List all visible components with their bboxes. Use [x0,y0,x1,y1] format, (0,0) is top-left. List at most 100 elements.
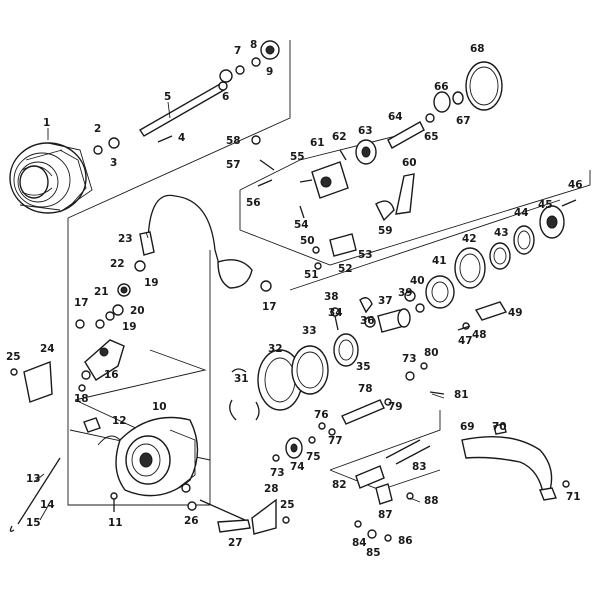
label-41: 41 [432,255,447,267]
label-53: 53 [358,249,373,261]
label-21: 21 [94,286,109,298]
label-49: 49 [508,307,523,319]
bail-spring-part [9,457,61,532]
anti-reverse-assembly [354,439,431,542]
label-65: 65 [424,131,439,143]
label-59: 59 [378,225,393,237]
arm-cover-part [10,361,53,403]
drive-gear-assembly [272,362,445,462]
label-37: 37 [378,295,393,307]
label-87: 87 [378,509,393,521]
label-43: 43 [494,227,509,239]
label-2: 2 [94,123,101,135]
label-81: 81 [454,389,469,401]
label-56: 56 [246,197,261,209]
label-42: 42 [462,233,477,245]
label-28: 28 [264,483,279,495]
label-85: 85 [366,547,381,559]
label-40: 40 [410,275,425,287]
label-26: 26 [184,515,199,527]
label-74: 74 [290,461,305,473]
label-13: 13 [26,473,41,485]
bail-arm-part [78,339,125,392]
label-47: 47 [458,335,473,347]
label-25-left: 25 [6,351,21,363]
label-51: 51 [304,269,319,281]
label-61: 61 [310,137,325,149]
label-38: 38 [324,291,339,303]
upper-mechanism [251,135,415,270]
label-18: 18 [74,393,89,405]
label-60: 60 [402,157,417,169]
label-3: 3 [110,157,117,169]
bail-hardware [75,260,146,329]
upper-gear-train [355,61,503,165]
label-73-left: 73 [270,467,285,479]
label-57: 57 [226,159,241,171]
label-46: 46 [568,179,583,191]
label-9: 9 [266,66,273,78]
label-14: 14 [40,499,55,511]
label-7: 7 [234,45,241,57]
label-35: 35 [356,361,371,373]
handle-part [461,423,570,501]
label-20: 20 [130,305,145,317]
label-1: 1 [43,117,50,129]
label-16: 16 [104,369,119,381]
label-50: 50 [300,235,315,247]
rear-bracket [457,301,508,331]
label-69: 69 [460,421,475,433]
label-71: 71 [566,491,581,503]
main-shaft-part [139,81,228,137]
pinion-assembly [330,297,411,333]
label-54: 54 [294,219,309,231]
label-44: 44 [514,207,529,219]
label-55: 55 [290,151,305,163]
label-33: 33 [302,325,317,337]
label-12: 12 [112,415,127,427]
label-80: 80 [424,347,439,359]
clutch-parts [229,368,260,421]
label-27: 27 [228,537,243,549]
label-67: 67 [456,115,471,127]
label-75: 75 [306,451,321,463]
callout-labels: 1 2 3 4 5 6 7 8 9 10 11 12 13 14 15 16 1… [6,39,583,559]
label-5: 5 [164,91,171,103]
rotor-hardware [83,417,118,512]
label-10: 10 [152,401,167,413]
bail-wire-part [139,194,272,292]
label-31: 31 [234,373,249,385]
label-58: 58 [226,135,241,147]
label-39: 39 [398,287,413,299]
label-23: 23 [118,233,133,245]
label-83: 83 [412,461,427,473]
label-76: 76 [314,409,329,421]
label-48: 48 [472,329,487,341]
label-25-right: 25 [280,499,295,511]
label-84: 84 [352,537,367,549]
label-77: 77 [328,435,343,447]
label-63: 63 [358,125,373,137]
label-32: 32 [268,343,283,355]
label-86: 86 [398,535,413,547]
assembly-guide-lines [67,40,591,506]
label-6: 6 [222,91,229,103]
label-8: 8 [250,39,257,51]
large-gear-rings [257,333,359,411]
label-45: 45 [538,199,553,211]
rear-rings [454,199,577,289]
lower-hardware [187,498,290,535]
label-68: 68 [470,43,485,55]
label-64: 64 [388,111,403,123]
label-36: 36 [360,315,375,327]
label-70: 70 [492,421,507,433]
label-24: 24 [40,343,55,355]
label-66: 66 [434,81,449,93]
label-leaders [33,101,445,521]
label-4: 4 [178,132,185,144]
label-19-top: 19 [144,277,159,289]
small-hardware-top [93,40,280,155]
label-52: 52 [338,263,353,275]
